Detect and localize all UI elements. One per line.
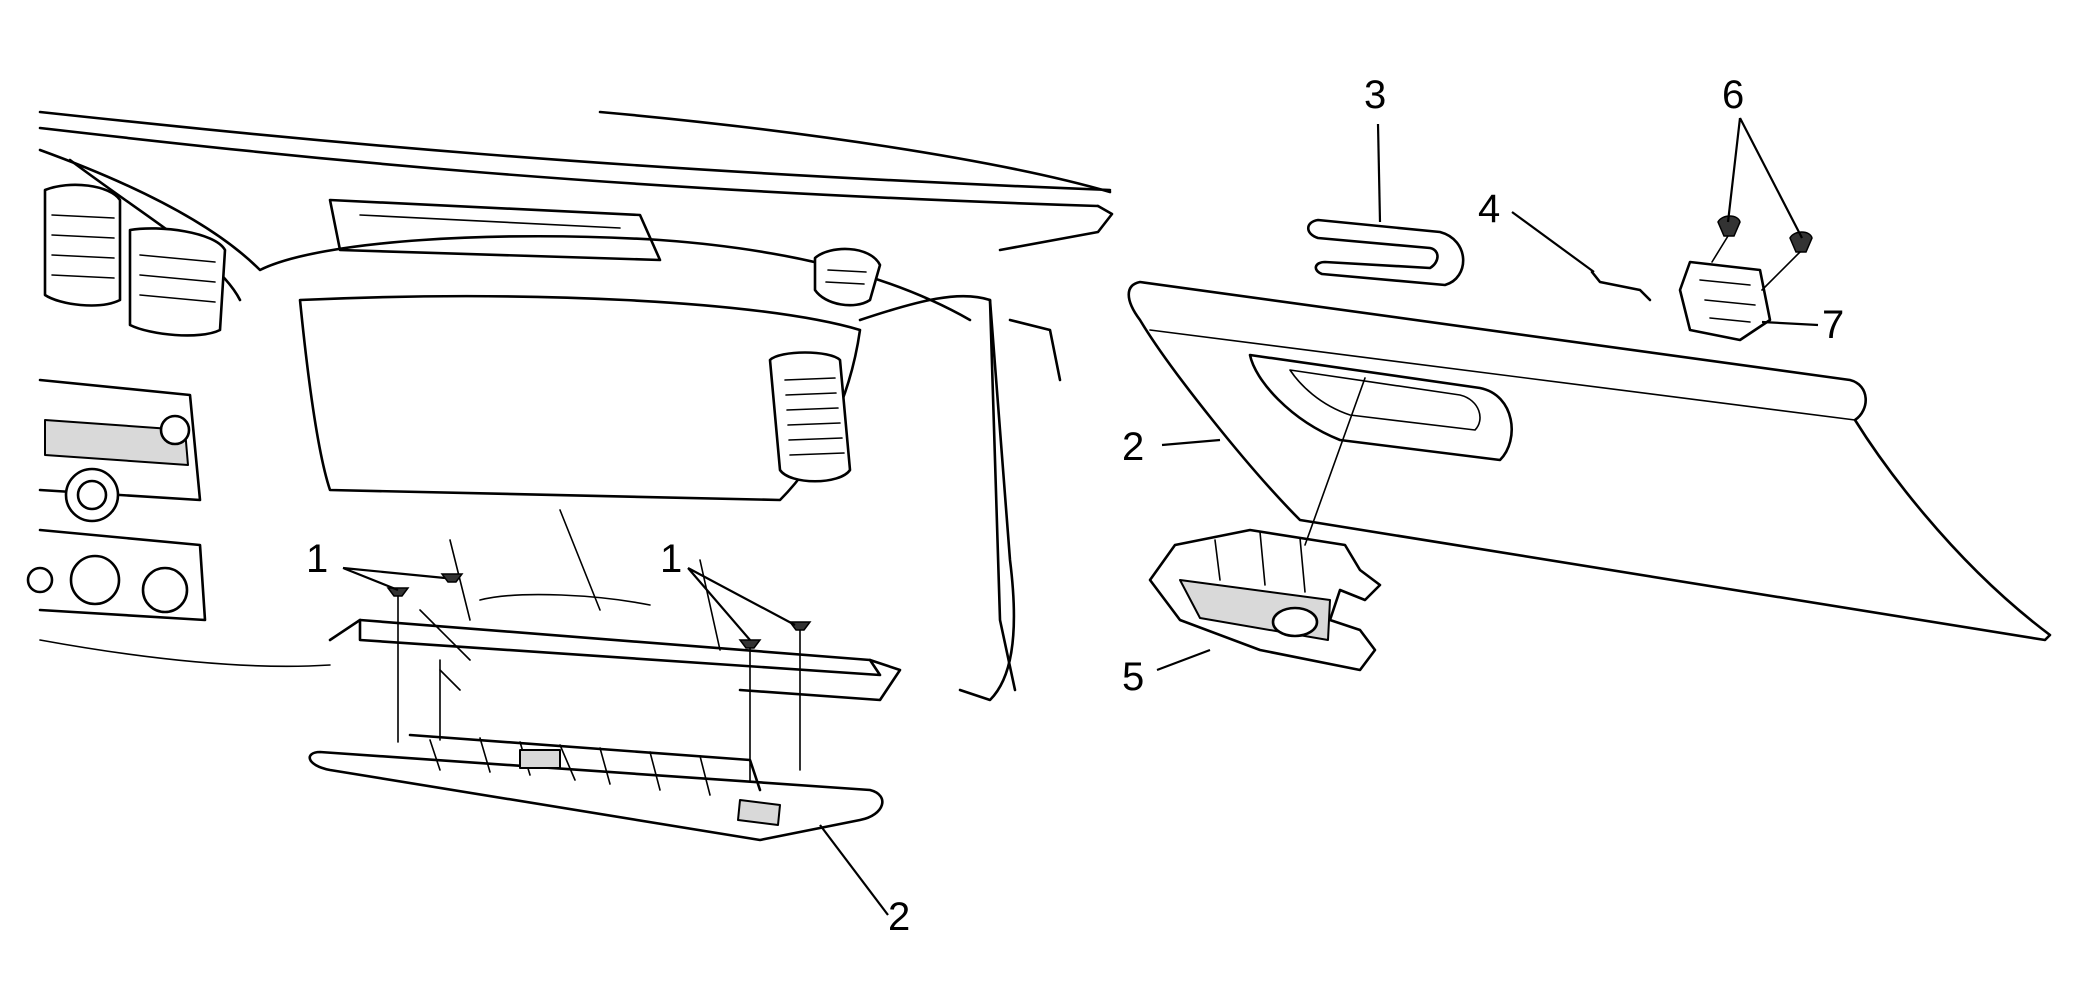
callout-7: 7 [1822, 303, 1844, 347]
instrument-panel [26, 110, 1114, 842]
callout-labels: 1 1 2 2 3 4 5 6 7 [306, 73, 1844, 939]
callout-2-lower: 2 [888, 895, 910, 939]
callout-2-door: 2 [1122, 425, 1144, 469]
callout-3: 3 [1364, 73, 1386, 117]
leader-lines [342, 117, 1819, 916]
callout-1-right: 1 [660, 537, 682, 581]
callout-4: 4 [1478, 187, 1500, 231]
callout-5: 5 [1122, 655, 1144, 699]
callout-6: 6 [1722, 73, 1744, 117]
callout-1-left: 1 [306, 537, 328, 581]
glove-box-door-exploded [1127, 215, 2052, 672]
